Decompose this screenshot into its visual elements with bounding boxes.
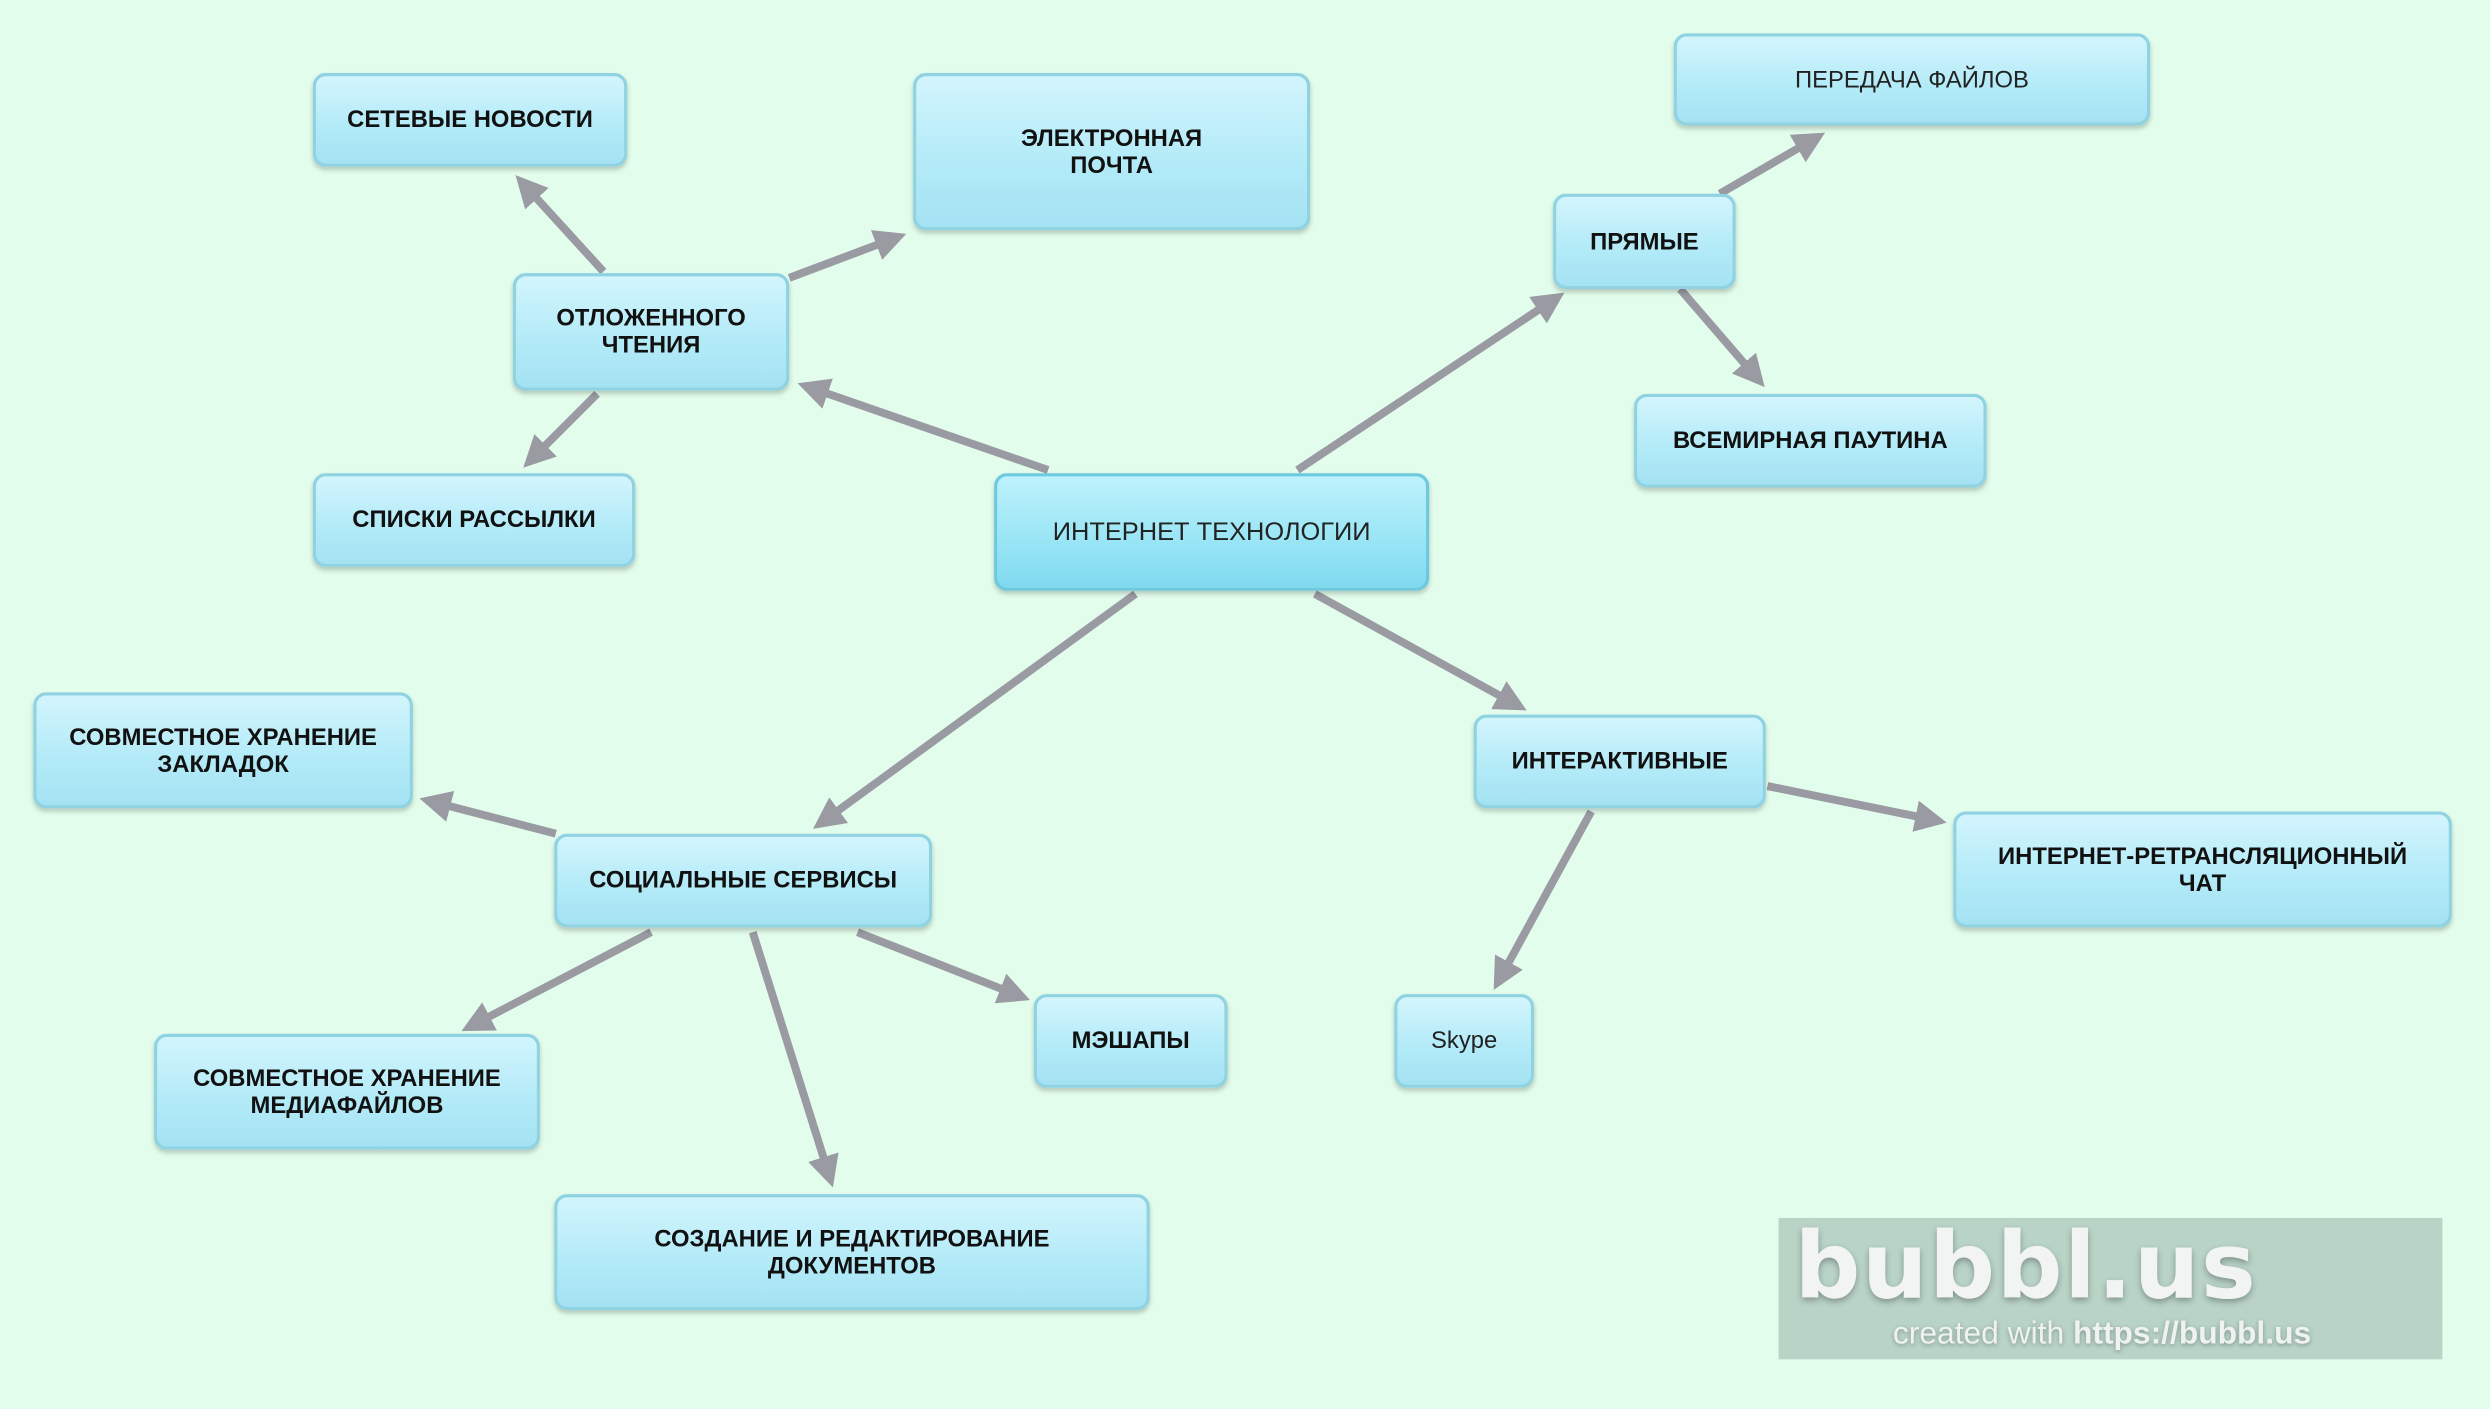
- edge: [1677, 286, 1765, 388]
- edge: [812, 590, 1138, 829]
- node-interactive[interactable]: ИНТЕРАКТИВНЫЕ: [1473, 714, 1766, 809]
- node-bookmarks[interactable]: СОВМЕСТНОЕ ХРАНЕНИЕ ЗАКЛАДОК: [33, 692, 413, 809]
- logo-caption: created with https://bubbl.us: [1893, 1316, 2311, 1351]
- node-documents[interactable]: СОЗДАНИЕ И РЕДАКТИРОВАНИЕ ДОКУМЕНТОВ: [554, 1194, 1150, 1311]
- logo-created: created with: [1892, 1316, 2073, 1352]
- node-www[interactable]: ВСЕМИРНАЯ ПАУТИНА: [1634, 393, 1987, 488]
- edge: [419, 790, 557, 838]
- edge: [523, 391, 600, 468]
- logo-url[interactable]: https://bubbl.us: [2072, 1316, 2312, 1352]
- edge: [797, 378, 1050, 474]
- bubblus-watermark[interactable]: bubbl.us created with https://bubbl.us: [1778, 1218, 2443, 1360]
- edge: [1766, 782, 1947, 832]
- logo-brand: bubbl.us: [1794, 1218, 2258, 1320]
- node-internet-technologies[interactable]: ИНТЕРНЕТ ТЕХНОЛОГИИ: [994, 473, 1430, 591]
- edge: [787, 230, 907, 282]
- node-media[interactable]: СОВМЕСТНОЕ ХРАНЕНИЕ МЕДИАФАЙЛОВ: [154, 1033, 540, 1150]
- edge: [856, 928, 1031, 1004]
- edge: [1312, 590, 1527, 711]
- node-net-news[interactable]: СЕТЕВЫЕ НОВОСТИ: [312, 73, 628, 167]
- node-deferred-reading[interactable]: ОТЛОЖЕННОГО ЧТЕНИЯ: [512, 273, 790, 391]
- edge: [1295, 292, 1565, 474]
- edge: [1717, 132, 1826, 198]
- node-file-transfer[interactable]: ПЕРЕДАЧА ФАЙЛОВ: [1673, 33, 2151, 126]
- edge: [515, 175, 607, 275]
- node-irc[interactable]: ИНТЕРНЕТ-РЕТРАНСЛЯЦИОННЫЙ ЧАТ: [1953, 811, 2452, 928]
- node-social-services[interactable]: СОЦИАЛЬНЫЕ СЕРВИСЫ: [554, 833, 933, 928]
- node-direct[interactable]: ПРЯМЫЕ: [1553, 193, 1736, 290]
- node-email[interactable]: ЭЛЕКТРОННАЯ ПОЧТА: [913, 73, 1311, 231]
- edge: [1493, 809, 1595, 990]
- node-mashups[interactable]: МЭШАПЫ: [1033, 994, 1228, 1088]
- edge: [748, 930, 839, 1188]
- node-mailing-lists[interactable]: СПИСКИ РАССЫЛКИ: [312, 473, 636, 567]
- node-skype[interactable]: Skype: [1394, 994, 1535, 1088]
- edge: [461, 928, 653, 1032]
